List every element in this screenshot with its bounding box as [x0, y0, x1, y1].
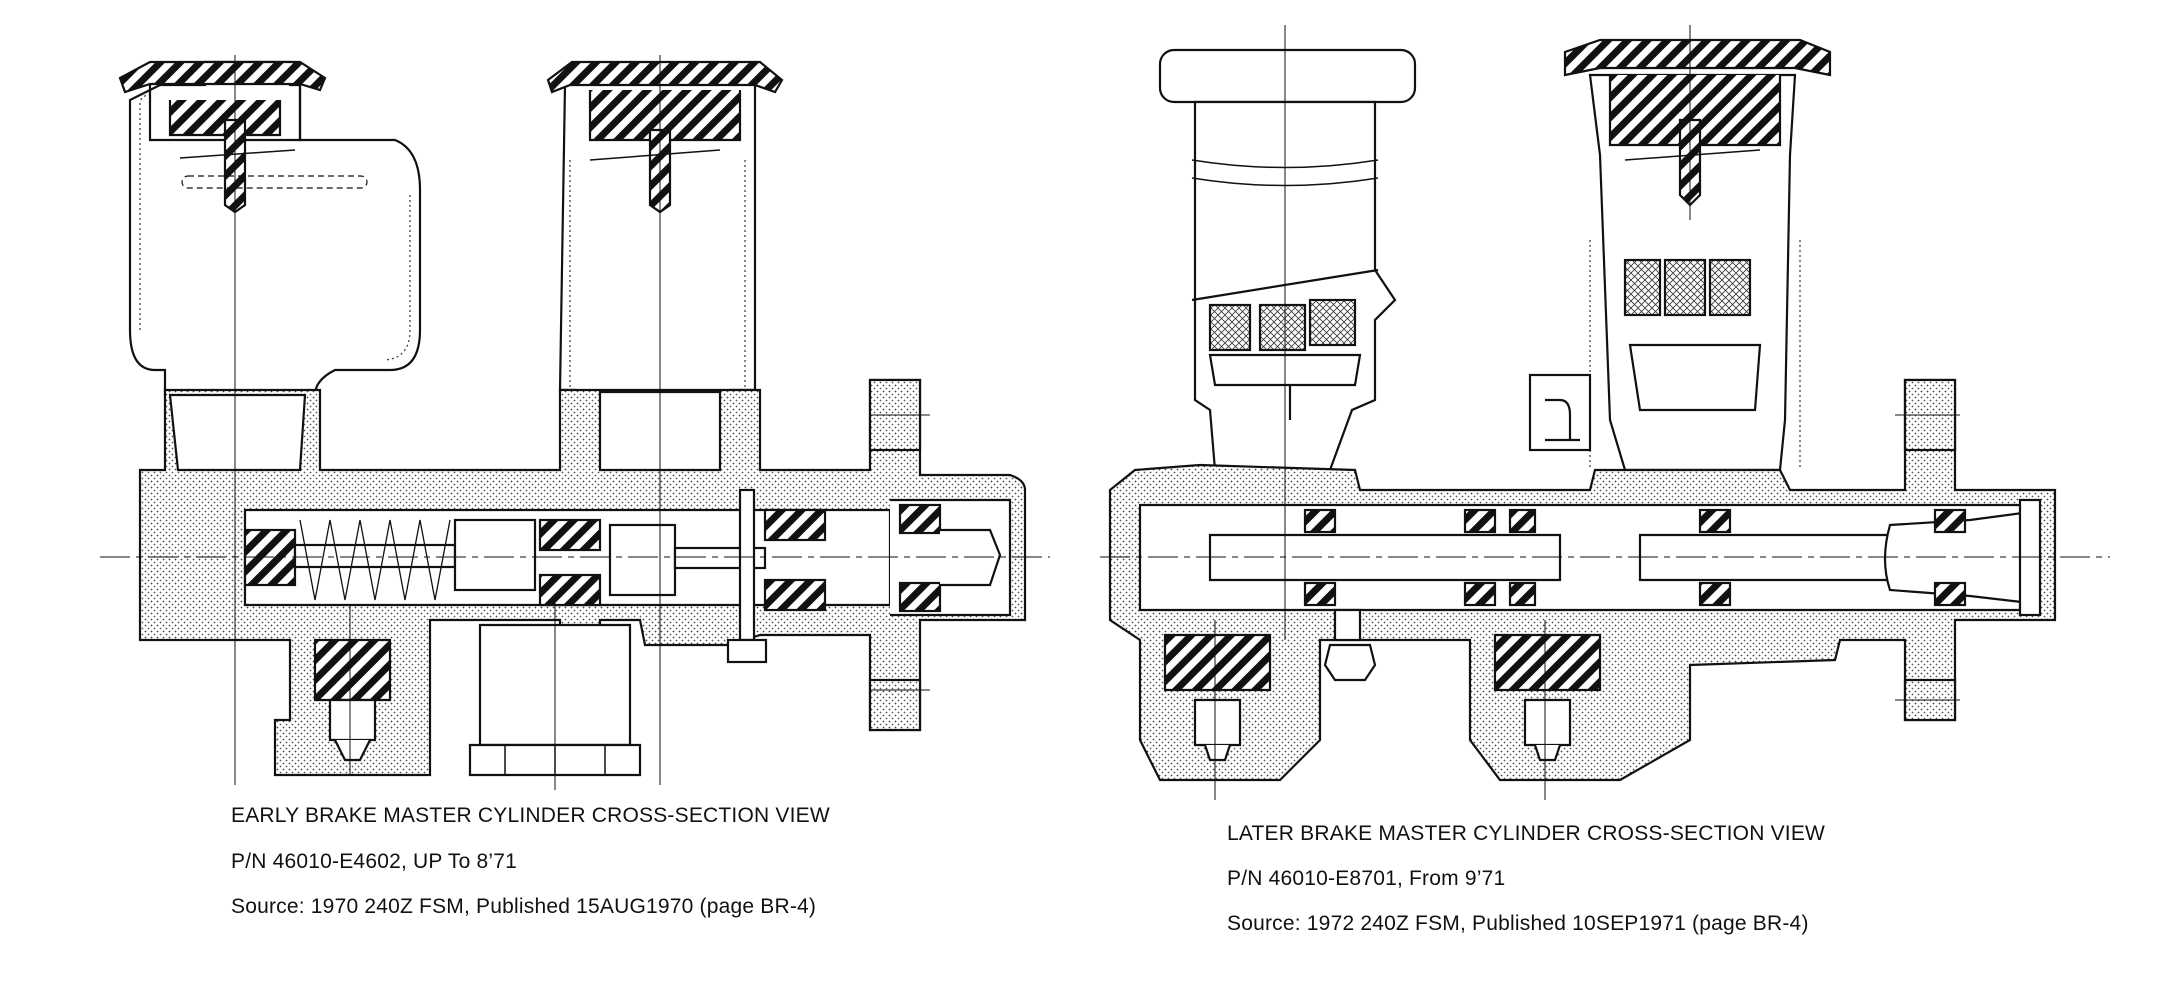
early-cap-left — [118, 60, 327, 94]
later-caption-title: LATER BRAKE MASTER CYLINDER CROSS-SECTIO… — [1227, 822, 1826, 845]
early-outlet-left — [313, 638, 392, 702]
early-caption-title: EARLY BRAKE MASTER CYLINDER CROSS-SECTIO… — [231, 804, 830, 827]
later-caption-source: Source: 1972 240Z FSM, Published 10SEP19… — [1227, 912, 1809, 935]
later-cap-left — [1158, 48, 1417, 104]
early-master-cylinder-diagram — [100, 55, 1050, 790]
later-cap-right — [1563, 38, 1832, 77]
later-outlet-right — [1493, 633, 1602, 692]
early-caption-source: Source: 1970 240Z FSM, Published 15AUG19… — [231, 895, 817, 918]
later-master-cylinder-diagram — [1100, 25, 2110, 800]
later-reservoir-left — [1193, 100, 1397, 472]
later-outlet-left — [1163, 633, 1272, 692]
later-bracket — [1528, 373, 1592, 452]
early-spring — [299, 519, 451, 601]
early-caption-part-number: P/N 46010-E4602, UP To 8’71 — [231, 850, 517, 873]
later-caption-part-number: P/N 46010-E8701, From 9’71 — [1227, 867, 1506, 890]
early-reservoir-left — [128, 60, 422, 397]
